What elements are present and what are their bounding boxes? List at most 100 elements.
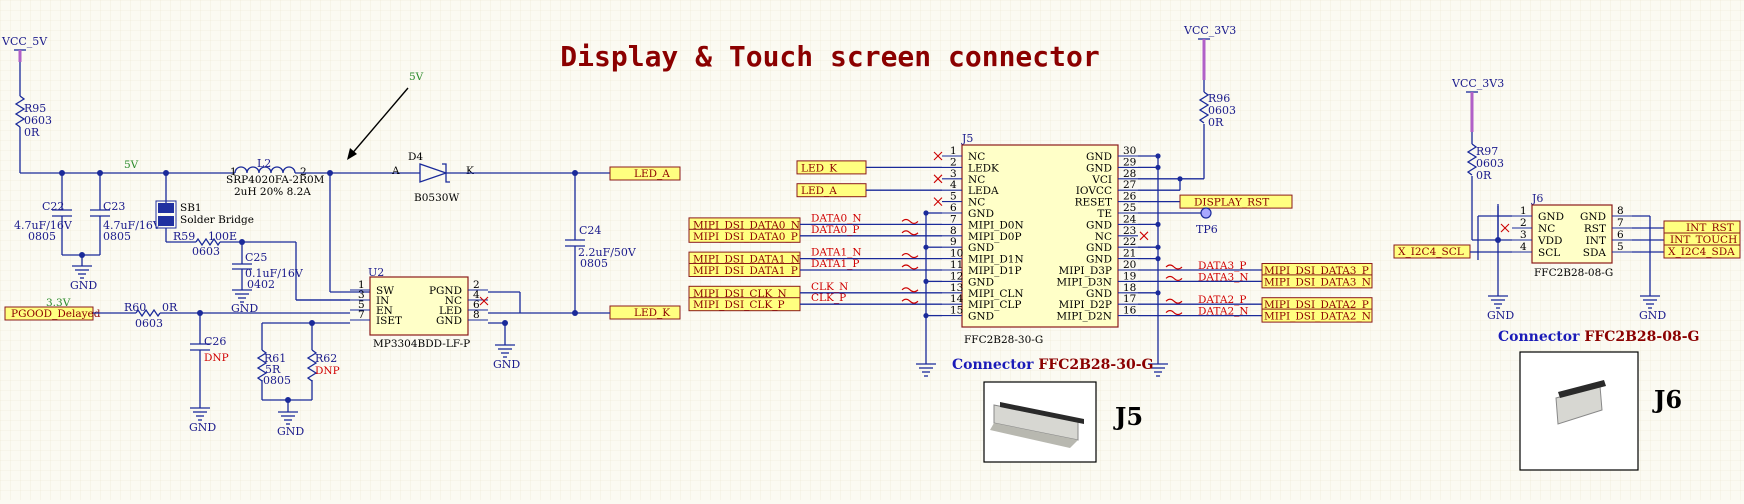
j5-left-port-text: LED_A bbox=[801, 185, 837, 197]
j5-right-port-text: MIPI_DSI_DATA3_P bbox=[1264, 265, 1369, 277]
j5-right-pin-number: 22 bbox=[1123, 236, 1136, 248]
j5-left-pin-number: 2 bbox=[950, 156, 957, 168]
u2-left-pin-number: 3 bbox=[358, 289, 365, 301]
u2-right-pin-number: 8 bbox=[473, 309, 480, 321]
resistor-r60[interactable]: R60 0R 0603 bbox=[124, 301, 178, 330]
j5-connector-photo bbox=[983, 381, 1097, 463]
j5-photo-label: J5 bbox=[1113, 402, 1143, 431]
j6-right-pin-name: SDA bbox=[1583, 247, 1607, 259]
r97-val: 0R bbox=[1476, 169, 1492, 182]
resistor-r62[interactable]: R62 DNP bbox=[306, 349, 340, 382]
vcc5v-symbol: VCC_5V bbox=[1, 35, 48, 96]
j5-right-port[interactable] bbox=[1261, 308, 1373, 323]
u2-left-pin-name: EN bbox=[376, 305, 393, 317]
gnd-symbol-c25: GND bbox=[231, 289, 258, 315]
port-int-rst[interactable]: INT_RST bbox=[1663, 220, 1741, 235]
c23-val: 4.7uF/16V bbox=[103, 219, 162, 232]
port-x-i2c4-scl[interactable]: X_I2C4_SCL bbox=[1393, 244, 1471, 259]
j5-left-pin-name: MIPI_CLP bbox=[968, 299, 1021, 311]
port-x-i2c4-sda-text: X_I2C4_SDA bbox=[1668, 246, 1735, 258]
resistor-r59[interactable]: R59 100E 0603 bbox=[166, 230, 296, 258]
c25-pkg: 0402 bbox=[247, 278, 275, 291]
diode-d4[interactable]: A K D4 B0530W bbox=[391, 151, 474, 204]
j5-left-pin-number: 6 bbox=[950, 202, 957, 214]
j5-right-port-text: MIPI_DSI_DATA2_P bbox=[1264, 299, 1369, 311]
resistor-r95[interactable]: R95 0603 0R bbox=[14, 95, 52, 139]
j5-right-pin-name: RESET bbox=[1075, 197, 1112, 209]
j5-left-port-text: MIPI_DSI_DATA1_P bbox=[693, 265, 798, 277]
j5-wiring: LED_KLED_AMIPI_DSI_DATA0_NDATA0_NMIPI_DS… bbox=[688, 124, 1373, 377]
j5-right-pin-number: 21 bbox=[1123, 248, 1136, 260]
j5-left-pin-number: 7 bbox=[950, 213, 957, 225]
j6-right-pin-name: RST bbox=[1584, 223, 1606, 235]
j6-right-pin-number: 5 bbox=[1617, 241, 1624, 253]
inductor-l2[interactable]: L2 1 2 SRP4020FA-2R0M 2uH 20% 8.2A bbox=[226, 157, 325, 198]
port-x-i2c4-scl-text: X_I2C4_SCL bbox=[1398, 246, 1464, 258]
j5-right-pin-name: IOVCC bbox=[1076, 185, 1112, 197]
j5-left-port-text: MIPI_DSI_DATA0_P bbox=[693, 231, 798, 243]
j5-right-pin-number: 18 bbox=[1123, 282, 1136, 294]
u2-left-pin-number: 7 bbox=[358, 309, 365, 321]
j5-left-net-label: CLK_P bbox=[811, 292, 846, 304]
j5-right-pin-number: 19 bbox=[1123, 270, 1136, 282]
port-int-rst-text: INT_RST bbox=[1686, 222, 1734, 234]
net-5v-arrow-label: 5V bbox=[409, 71, 424, 83]
j5-port-display-rst[interactable] bbox=[1179, 194, 1293, 209]
resistor-r97[interactable]: R97 0603 0R bbox=[1466, 143, 1504, 182]
vcc33-symbol-j6: VCC_3V3 bbox=[1451, 77, 1504, 144]
j6-left-pin-number: 3 bbox=[1520, 229, 1527, 241]
capacitor-c25[interactable]: C25 0.1uF/16V 0402 bbox=[232, 242, 304, 291]
r95-val: 0R bbox=[24, 126, 40, 139]
j6-left-pin-name: NC bbox=[1538, 223, 1555, 235]
j5-left-pin-number: 1 bbox=[950, 145, 957, 157]
gnd-symbol-j6-right: GND bbox=[1639, 295, 1666, 322]
r60-val: 0R bbox=[162, 301, 178, 314]
j6-left-pin-name: GND bbox=[1538, 211, 1564, 223]
port-int-touch-text: INT_TOUCH bbox=[1670, 234, 1737, 246]
resistor-r61[interactable]: R61 5R 0805 bbox=[256, 349, 291, 387]
port-int-touch[interactable]: INT_TOUCH bbox=[1663, 232, 1741, 247]
j5-left-pin-name: GND bbox=[968, 242, 994, 254]
c22-pkg: 0805 bbox=[28, 230, 56, 243]
solder-bridge-sb1[interactable]: SB1 Solder Bridge bbox=[155, 173, 254, 242]
j6-left-pin-number: 4 bbox=[1520, 241, 1527, 253]
j5-connector-word: Connector bbox=[952, 357, 1034, 373]
j5-right-net-label: DATA2_N bbox=[1198, 306, 1249, 318]
port-led-k[interactable]: LED_K bbox=[609, 305, 681, 320]
gnd-symbol-j6-left: GND bbox=[1487, 204, 1514, 322]
j6-connector-part: FFC2B28-08-G bbox=[1584, 329, 1699, 345]
gnd-symbol-u2: GND bbox=[493, 344, 520, 371]
j5-left-pin-number: 13 bbox=[950, 282, 963, 294]
j5-left-port-text: MIPI_DSI_CLK_N bbox=[693, 288, 787, 300]
j5-right-pin-number: 27 bbox=[1123, 179, 1136, 191]
j5-left-pin-name: MIPI_D0P bbox=[968, 231, 1022, 243]
test-point-tp6[interactable] bbox=[1200, 207, 1212, 219]
gnd-label: GND bbox=[70, 279, 97, 292]
capacitor-c26[interactable]: C26 DNP bbox=[190, 313, 229, 408]
port-x-i2c4-sda[interactable]: X_I2C4_SDA bbox=[1663, 244, 1741, 259]
port-pgood[interactable]: PGOOD_Delayed bbox=[4, 306, 101, 321]
j5-left-pin-name: NC bbox=[968, 151, 985, 163]
c22-val: 4.7uF/16V bbox=[14, 219, 73, 232]
capacitor-c22[interactable]: C22 4.7uF/16V 0805 bbox=[14, 173, 73, 255]
c22-ref: C22 bbox=[42, 200, 64, 213]
j5-right-port-text: MIPI_DSI_DATA3_N bbox=[1264, 276, 1371, 288]
resistor-r96[interactable]: R96 0603 0R bbox=[1198, 91, 1236, 129]
j5-left-pin-name: LEDA bbox=[968, 185, 999, 197]
gnd-label-r61: GND bbox=[277, 425, 304, 438]
r97-ref: R97 bbox=[1476, 145, 1498, 158]
capacitor-c23[interactable]: C23 4.7uF/16V 0805 bbox=[90, 173, 162, 255]
j5-right-pin-name: NC bbox=[1095, 231, 1112, 243]
j5-right-pin-name: VCI bbox=[1091, 174, 1112, 186]
port-led-a[interactable]: LED_A bbox=[609, 166, 681, 181]
gnd-label-c26: GND bbox=[189, 421, 216, 434]
connector-j5[interactable]: J5 FFC2B28-30-G NC1LEDK2NC3LEDA4NC5GND6M… bbox=[688, 124, 1373, 377]
j5-left-port-text: LED_K bbox=[801, 162, 837, 174]
j5-right-port-text: MIPI_DSI_DATA2_N bbox=[1264, 311, 1371, 323]
j5-right-port[interactable] bbox=[1261, 274, 1373, 289]
capacitor-c24[interactable]: C24 2.2uF/50V 0805 bbox=[565, 173, 637, 313]
